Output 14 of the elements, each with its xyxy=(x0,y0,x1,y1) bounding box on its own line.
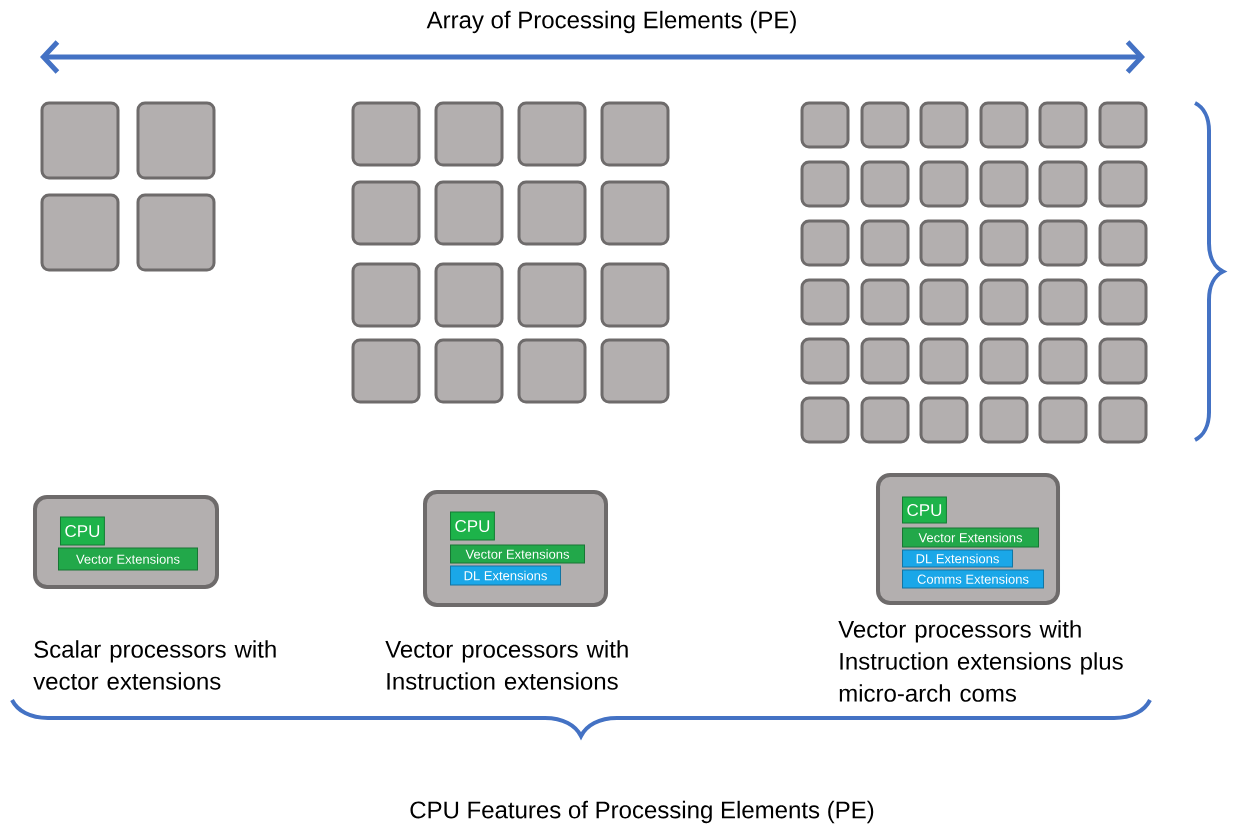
feature-box: DL Extensions xyxy=(902,549,1013,568)
heading-text: Array of Processing Elements (PE) xyxy=(424,8,800,36)
feature-box: CPU xyxy=(902,496,947,524)
feature-box: Vector Extensions xyxy=(902,527,1039,548)
feature-box: CPU xyxy=(60,516,105,546)
feature-box: CPU xyxy=(450,511,495,541)
feature-box: Comms Extensions xyxy=(902,569,1044,589)
heading-text: CPU Features of Processing Elements (PE) xyxy=(407,798,877,826)
feature-box: Vector Extensions xyxy=(58,547,198,571)
caption-text: Vector processors with Instruction extensions plus micro-arch coms xyxy=(838,620,1123,702)
feature-box: Vector Extensions xyxy=(450,544,585,564)
caption-text: Scalar processors with vector extensions xyxy=(33,640,276,690)
feature-box: DL Extensions xyxy=(450,565,561,586)
caption-text: Vector processors with Instruction extensions xyxy=(385,640,628,690)
